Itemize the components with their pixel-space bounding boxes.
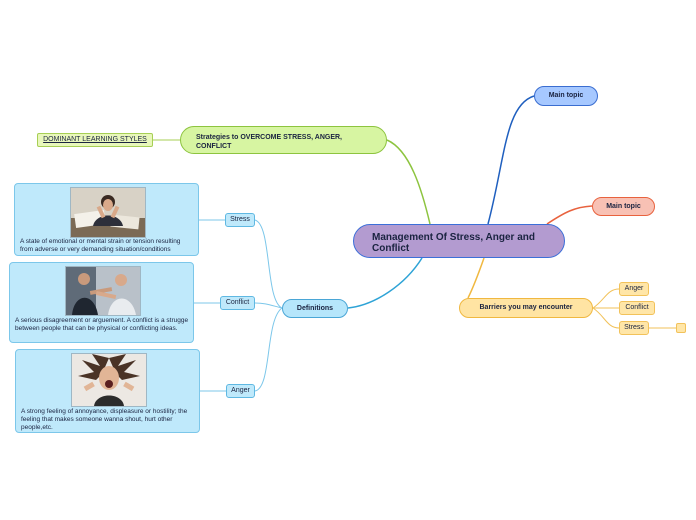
link-central-main2 [546, 205, 593, 225]
link-central-main1 [487, 95, 535, 225]
definition-stress-node[interactable]: Stress [225, 213, 255, 227]
link-def-stress [254, 219, 283, 309]
main-topic-2[interactable]: Main topic [592, 197, 655, 216]
definition-anger-node[interactable]: Anger [226, 384, 255, 398]
strategies-label: Strategies to OVERCOME STRESS, ANGER, CO… [196, 134, 342, 150]
definitions-label: Definitions [296, 305, 334, 312]
angry-woman-photo [71, 353, 147, 407]
central-topic-label: Management Of Stress, Anger and Conflict [372, 232, 535, 254]
stress-definition-card[interactable]: A state of emotional or mental strain or… [14, 183, 199, 256]
link-central-strategies [386, 139, 431, 225]
link-central-barriers [467, 257, 485, 299]
barrier-anger-label: Anger [624, 285, 644, 292]
learning-styles-label: DOMINANT LEARNING STYLES [43, 136, 147, 143]
definition-anger-label: Anger [231, 387, 250, 394]
link-barriers-stress [592, 307, 620, 329]
link-central-definitions [347, 257, 423, 309]
barrier-stress[interactable]: Stress [619, 321, 649, 335]
main-topic-1[interactable]: Main topic [534, 86, 598, 106]
stress-definition-text: A state of emotional or mental strain or… [20, 238, 181, 253]
learning-styles-link[interactable]: DOMINANT LEARNING STYLES [37, 133, 153, 147]
link-def-conflict [254, 302, 283, 309]
main-topic-1-label: Main topic [548, 92, 584, 99]
barrier-conflict[interactable]: Conflict [619, 301, 655, 315]
barrier-stress-empty-subtopic[interactable] [676, 323, 686, 333]
conflict-photo [65, 266, 141, 316]
stressed-person-image [71, 188, 145, 237]
definition-conflict-label: Conflict [225, 299, 250, 306]
main-topic-2-label: Main topic [606, 203, 641, 210]
definitions-topic[interactable]: Definitions [282, 299, 348, 318]
anger-definition-card[interactable]: A strong feeling of annoyance, displeasu… [15, 349, 200, 433]
barrier-stress-label: Stress [624, 324, 644, 331]
link-def-anger [254, 307, 283, 392]
anger-definition-text: A strong feeling of annoyance, displeasu… [21, 408, 188, 431]
stressed-person-photo [70, 187, 146, 238]
link-barriers-anger [592, 288, 620, 309]
central-topic[interactable]: Management Of Stress, Anger and Conflict [353, 224, 565, 258]
conflict-definition-text: A serious disagreement or arguement. A c… [15, 317, 189, 332]
conflict-image [66, 267, 140, 315]
definition-stress-label: Stress [230, 216, 250, 223]
angry-woman-image [72, 354, 146, 406]
barrier-anger[interactable]: Anger [619, 282, 649, 296]
definition-conflict-node[interactable]: Conflict [220, 296, 255, 310]
barriers-label: Barriers you may encounter [479, 304, 573, 311]
conflict-definition-card[interactable]: A serious disagreement or arguement. A c… [9, 262, 194, 343]
barriers-topic[interactable]: Barriers you may encounter [459, 298, 593, 318]
strategies-topic[interactable]: Strategies to OVERCOME STRESS, ANGER, CO… [180, 126, 387, 154]
barrier-conflict-label: Conflict [625, 304, 649, 311]
